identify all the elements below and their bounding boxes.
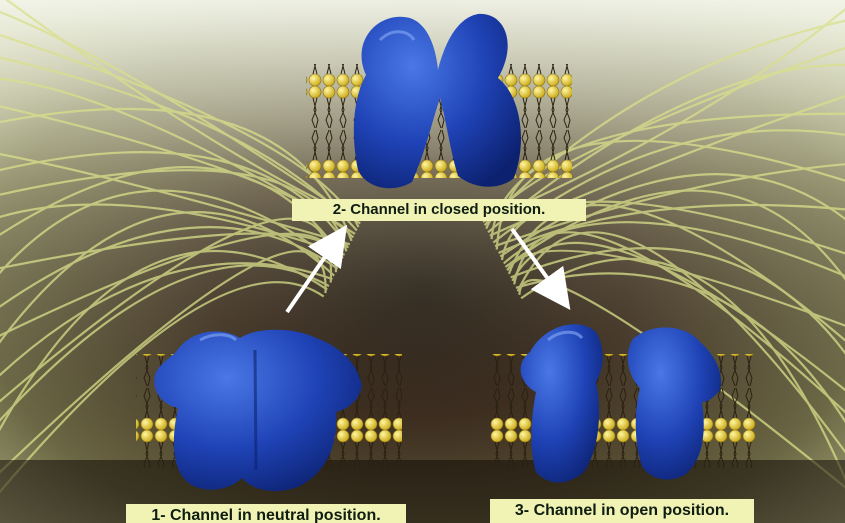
label-closed-position: 2- Channel in closed position. (292, 199, 586, 221)
protein-seam (255, 350, 256, 470)
label-neutral-position: 1- Channel in neutral position. (126, 504, 406, 523)
label-open-position: 3- Channel in open position. (490, 499, 754, 523)
